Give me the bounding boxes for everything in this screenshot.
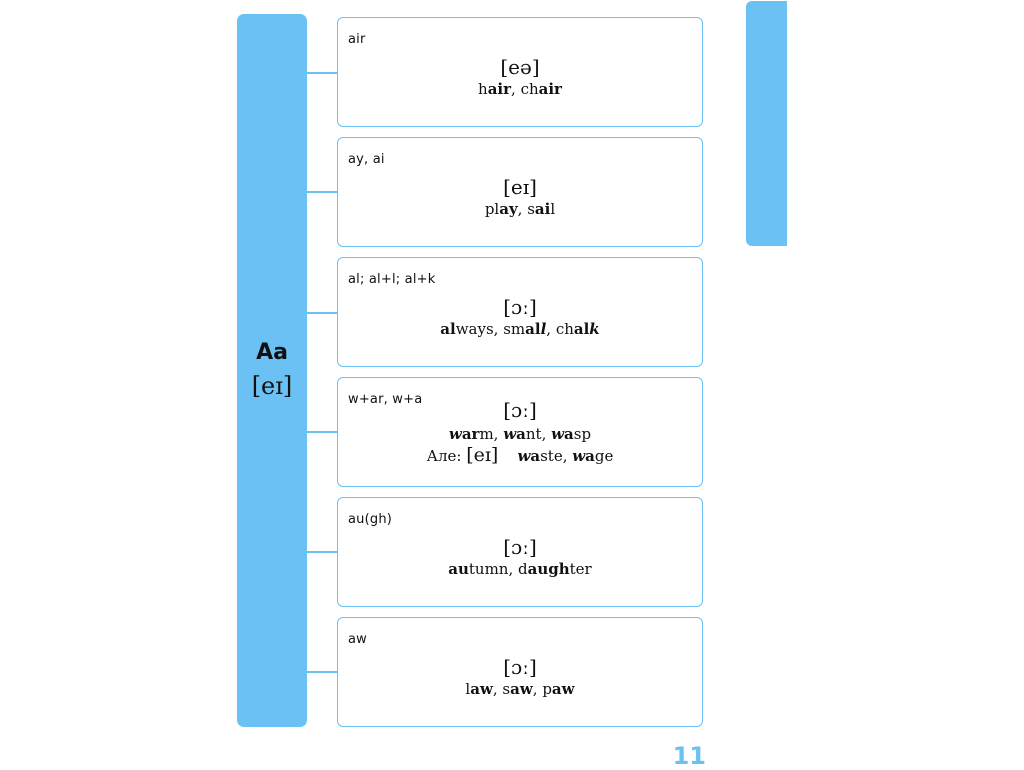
rule-card: al; al+l; al+k[ɔː]always, small, chalk [337,257,703,367]
example-fragment: ar [461,425,480,443]
card-spelling-label: ay, ai [348,152,385,167]
example-fragment: ai [534,200,551,218]
example-fragment: sp [573,425,592,443]
example-fragment: l [465,680,471,698]
rule-card: ay, ai[eɪ]play, sail [337,137,703,247]
card-transcription: [ɔː] [503,295,537,319]
example-fragment: p [542,680,552,698]
exception-prefix: Але: [426,447,467,465]
letter-heading: Aa [256,340,288,365]
card-connector [307,551,337,553]
example-fragment: a [530,447,541,465]
example-fragment: ay [499,200,518,218]
card-connector [307,312,337,314]
card-spelling-label: w+ar, w+a [348,392,423,407]
card-spelling-label: aw [348,632,367,647]
example-fragment: m, [479,425,504,443]
example-fragment: pl [484,200,500,218]
example-fragment: augh [527,560,570,578]
card-connector [307,72,337,74]
card-examples: autumn, daughter [338,560,702,578]
card-connector [307,431,337,433]
card-examples: law, saw, paw [338,680,702,698]
example-fragment: ter [569,560,592,578]
example-fragment: al [525,320,541,338]
example-fragment: l [550,200,556,218]
card-exception: Але: [eɪ] waste, wage [338,444,702,466]
card-examples: always, small, chalk [338,320,702,338]
example-fragment: nt, [525,425,552,443]
example-fragment: s [502,680,511,698]
card-transcription: [eə] [500,55,540,79]
card-connector [307,671,337,673]
example-fragment: au [448,560,469,578]
section-tab-label: Фонетика [730,88,740,140]
example-fragment: w [448,425,462,443]
example-fragment: ge [594,447,614,465]
example-fragment: k [589,320,600,338]
spacer [498,447,517,465]
example-fragment: l [540,320,547,338]
letter-transcription: [eɪ] [251,372,293,400]
letter-sidebar [237,14,307,727]
example-fragment: d [518,560,528,578]
page-number: 11 [672,742,706,770]
example-fragment: al [573,320,590,338]
example-fragment: , [492,680,503,698]
card-examples: hair, chair [338,80,702,98]
card-connector [307,191,337,193]
example-fragment: w [517,447,531,465]
card-spelling-label: au(gh) [348,512,393,527]
example-fragment: , [517,200,528,218]
section-tab[interactable] [746,1,787,246]
card-transcription: [ɔː] [503,655,537,679]
example-fragment: , [532,680,543,698]
card-examples: warm, want, wasp [338,425,702,443]
example-fragment: w [551,425,565,443]
example-fragment: ch [555,320,574,338]
example-fragment: s [527,200,535,218]
example-fragment: air [538,80,562,98]
example-fragment: aw [551,680,575,698]
example-fragment: a [585,447,595,465]
rule-card: air[eə]hair, chair [337,17,703,127]
example-fragment: air [487,80,512,98]
card-transcription: [ɔː] [503,398,537,422]
example-fragment: al [440,320,456,338]
card-spelling-label: al; al+l; al+k [348,272,436,287]
example-fragment: , [546,320,556,338]
rule-card: aw[ɔː]law, saw, paw [337,617,703,727]
exception-transcription: [eɪ] [466,444,499,466]
example-fragment: , [511,80,521,98]
example-fragment: h [478,80,488,98]
example-fragment: w [572,447,586,465]
example-fragment: w [503,425,517,443]
example-fragment: tumn, [468,560,518,578]
example-fragment: aw [470,680,493,698]
example-fragment: a [564,425,574,443]
example-fragment: a [516,425,526,443]
example-fragment: ch [520,80,539,98]
card-examples: play, sail [338,200,702,218]
card-transcription: [ɔː] [503,535,537,559]
card-transcription: [eɪ] [503,175,537,199]
example-fragment: sm [503,320,526,338]
card-spelling-label: air [348,32,366,47]
rule-card: au(gh)[ɔː]autumn, daughter [337,497,703,607]
example-fragment: aw [510,680,533,698]
example-fragment: ways, [455,320,504,338]
example-fragment: ste, [540,447,573,465]
